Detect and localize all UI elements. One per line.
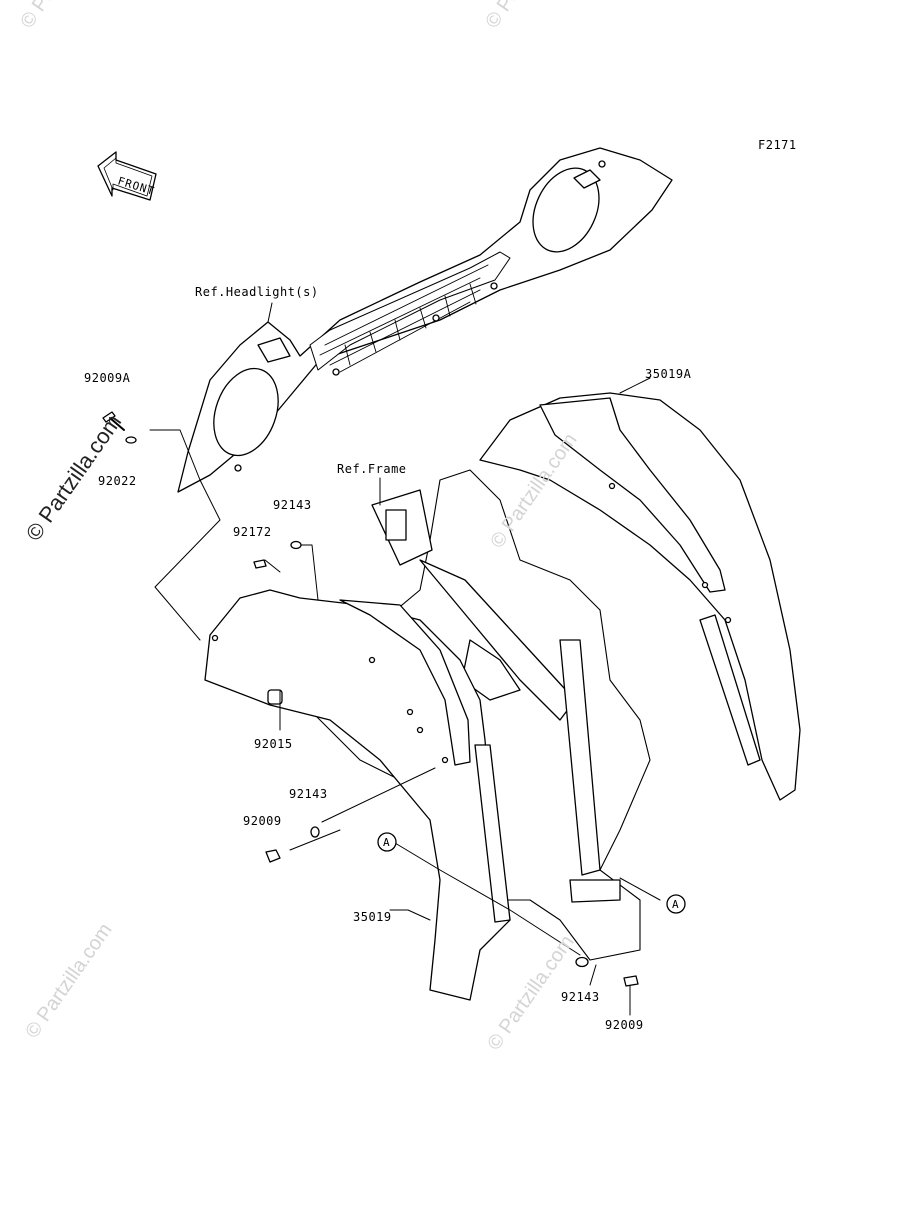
fastener-92143-top <box>290 540 302 550</box>
callout-a-left: A <box>377 832 397 852</box>
leader-lines <box>149 302 661 1016</box>
part-label-92009A: 92009A <box>84 371 131 385</box>
part-label-92022: 92022 <box>98 474 137 488</box>
ref-headlight-label: Ref.Headlight(s) <box>195 285 319 299</box>
part-label-92015: 92015 <box>254 737 293 751</box>
part-label-92143-mid: 92143 <box>289 787 328 801</box>
front-arrow: FRONT <box>97 151 157 201</box>
fastener-92009-mid <box>265 849 281 863</box>
fastener-92022 <box>125 436 137 444</box>
figure-code: F2171 <box>758 138 797 152</box>
svg-text:A: A <box>672 898 679 911</box>
fender-35019A <box>479 392 801 801</box>
callout-a-right: A <box>666 894 686 914</box>
fastener-92143-bottom <box>575 956 589 968</box>
headlight-cover <box>177 147 673 493</box>
fastener-92009A <box>102 411 125 431</box>
fastener-92009-bottom <box>623 975 639 987</box>
fastener-92143-mid <box>310 826 320 838</box>
part-label-92009-bottom: 92009 <box>605 1018 644 1032</box>
part-label-92143-bottom: 92143 <box>561 990 600 1004</box>
fender-35019 <box>204 589 511 1001</box>
part-label-92143-top: 92143 <box>273 498 312 512</box>
ref-frame-label: Ref.Frame <box>337 462 407 476</box>
svg-text:A: A <box>383 836 390 849</box>
part-label-92172: 92172 <box>233 525 272 539</box>
part-label-35019A: 35019A <box>645 367 692 381</box>
fastener-92172 <box>253 559 267 569</box>
part-label-35019: 35019 <box>353 910 392 924</box>
part-label-92009-mid: 92009 <box>243 814 282 828</box>
